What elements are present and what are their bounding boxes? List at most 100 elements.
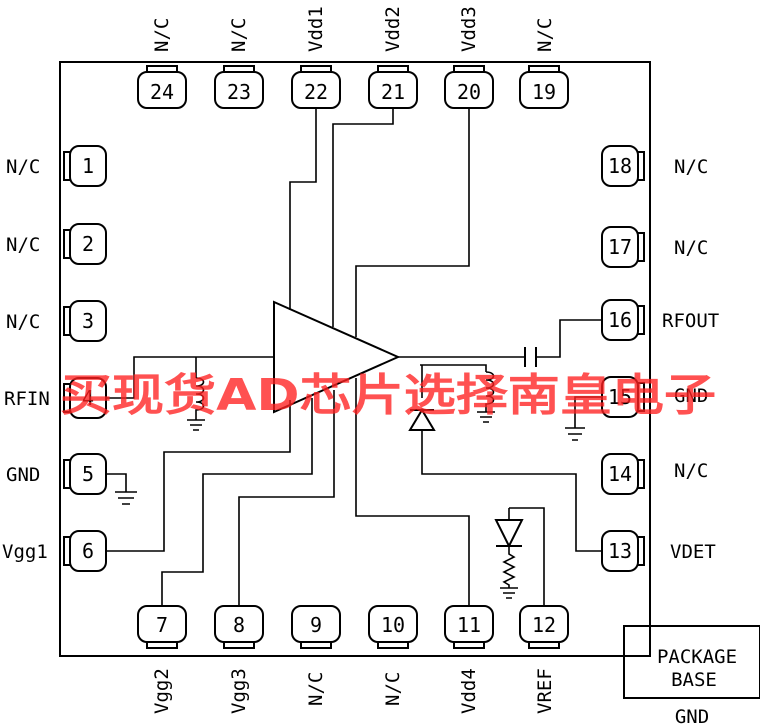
pin-8-label: Vgg3 — [228, 668, 250, 714]
pin-8: 8 Vgg3 — [214, 605, 264, 714]
pin-19: 19 N/C — [519, 18, 569, 109]
output-ground — [477, 411, 495, 423]
reference-diode — [494, 519, 524, 549]
pin-20: 20 Vdd3 — [444, 6, 494, 109]
pin-2-number: 2 — [82, 232, 94, 256]
pin-16: 16 RFOUT — [601, 299, 719, 341]
pin-1-label: N/C — [6, 156, 40, 178]
pin-24-number: 24 — [150, 80, 174, 104]
pin-23-number: 23 — [227, 80, 251, 104]
pin-18: 18 N/C — [601, 145, 708, 187]
rfin-line — [106, 356, 274, 399]
pin-5-label: GND — [6, 464, 40, 486]
package-base-line1: PACKAGE — [657, 646, 737, 668]
package-outline — [59, 61, 651, 657]
pin-1-number: 1 — [82, 154, 94, 178]
package-base-line2: BASE — [671, 669, 717, 691]
pin-11: 11 Vdd4 — [444, 605, 494, 714]
pin-9: 9 N/C — [291, 605, 341, 706]
pin-9-label: N/C — [305, 672, 327, 706]
pin-19-number: 19 — [532, 80, 556, 104]
pin-10-number: 10 — [381, 613, 405, 637]
pin-20-label: Vdd3 — [458, 6, 480, 52]
pin-14-label: N/C — [674, 460, 708, 482]
vdd3-line — [355, 108, 470, 337]
watermark: 买现货AD芯片选择南皇电子 — [60, 370, 716, 421]
vgg3-line — [238, 390, 335, 606]
pin-13-number: 13 — [608, 539, 632, 563]
pin-5-number: 5 — [82, 462, 94, 486]
pin-21: 21 Vdd2 — [368, 6, 418, 109]
pin-17: 17 N/C — [601, 226, 708, 268]
pin-3-label: N/C — [6, 311, 40, 333]
package-base-box — [623, 625, 760, 699]
pin-12-label: VREF — [534, 668, 556, 714]
pin-15-number: 15 — [608, 385, 632, 409]
pin-11-label: Vdd4 — [458, 668, 480, 714]
pin-14-number: 14 — [608, 462, 632, 486]
pin-14: 14 N/C — [601, 453, 708, 495]
reference-resistor — [502, 546, 516, 588]
pin-6: 6 Vgg1 — [2, 530, 107, 572]
pin-3: 3 N/C — [6, 300, 107, 342]
pin-19-label: N/C — [534, 18, 556, 52]
pin-1: 1 N/C — [6, 145, 107, 187]
output-cap-to-pin16 — [536, 319, 602, 358]
pin5-line — [106, 473, 127, 492]
input-inductor — [195, 377, 205, 420]
pin-13: 13 VDET — [601, 530, 716, 572]
pin15-ground — [565, 427, 585, 441]
pin-22-label: Vdd1 — [305, 6, 327, 52]
vdd2-line — [332, 108, 394, 327]
pin-10-label: N/C — [382, 672, 404, 706]
pin-2-label: N/C — [6, 234, 40, 256]
vgg2-line — [161, 398, 313, 606]
pin-10: 10 N/C — [368, 605, 418, 706]
reference-ground — [500, 587, 518, 599]
pin-21-label: Vdd2 — [382, 6, 404, 52]
pin-8-number: 8 — [233, 613, 245, 637]
vdet-line — [421, 430, 602, 552]
pin-5: 5 GND — [6, 453, 107, 495]
pin-17-number: 17 — [608, 235, 632, 259]
output-inductor — [485, 371, 495, 412]
pin-15-label: GND — [674, 385, 708, 407]
pin-6-number: 6 — [82, 539, 94, 563]
pin-11-number: 11 — [457, 613, 481, 637]
output-capacitor — [524, 347, 537, 367]
pin-12: 12 VREF — [519, 605, 569, 714]
pin-12-number: 12 — [532, 613, 556, 637]
vref-line — [509, 507, 545, 606]
pin-18-number: 18 — [608, 154, 632, 178]
pin15-line — [574, 396, 602, 428]
pin5-ground — [115, 491, 137, 505]
pin-22-number: 22 — [304, 80, 328, 104]
input-ground — [187, 419, 205, 431]
pin-4-number: 4 — [82, 386, 94, 410]
pin-24: 24 N/C — [137, 18, 187, 109]
pin-7: 7 Vgg2 — [137, 605, 187, 714]
pin-23: 23 N/C — [214, 18, 264, 109]
vdd1-line — [289, 108, 317, 310]
pin-24-label: N/C — [151, 18, 173, 52]
pin-7-label: Vgg2 — [151, 668, 173, 714]
pin-6-label: Vgg1 — [2, 541, 48, 563]
pin-22: 22 Vdd1 — [291, 6, 341, 109]
output-inductor-tap — [420, 364, 487, 372]
vgg1-line — [106, 400, 291, 552]
pin-4-label: RFIN — [4, 388, 50, 410]
pin-4: 4 RFIN — [4, 377, 107, 419]
pin-18-label: N/C — [674, 156, 708, 178]
pin-20-number: 20 — [457, 80, 481, 104]
pin-16-label: RFOUT — [662, 310, 719, 332]
pin-2: 2 N/C — [6, 223, 107, 265]
pin-23-label: N/C — [228, 18, 250, 52]
pin-21-number: 21 — [381, 80, 405, 104]
pin-17-label: N/C — [674, 237, 708, 259]
pin-3-number: 3 — [82, 309, 94, 333]
pin-16-number: 16 — [608, 308, 632, 332]
vdd4-line — [355, 378, 470, 606]
pin-9-number: 9 — [310, 613, 322, 637]
pin-7-number: 7 — [156, 613, 168, 637]
